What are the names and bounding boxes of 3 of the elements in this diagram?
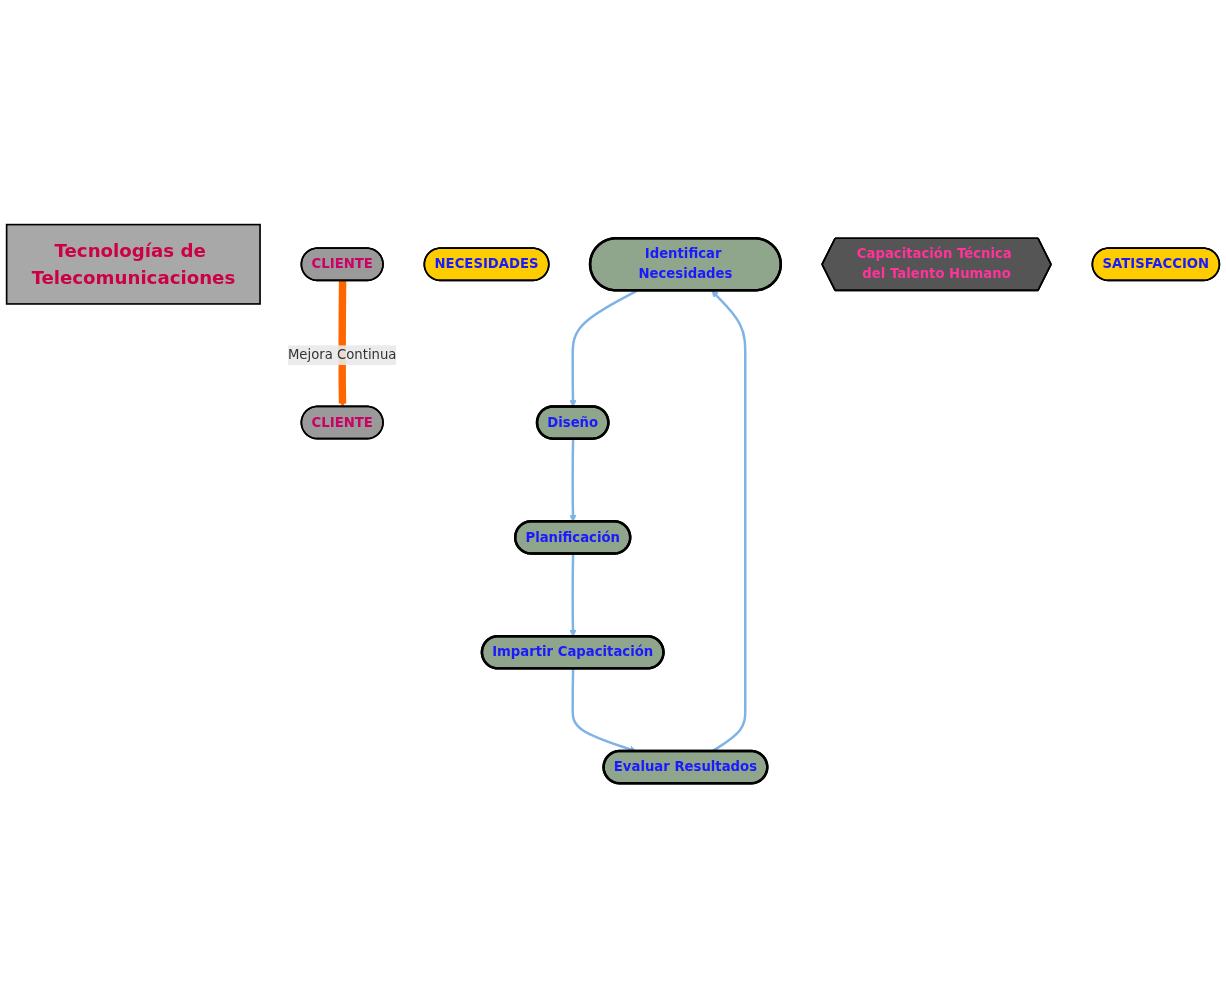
edge-label: Mejora Continua bbox=[287, 346, 397, 363]
arrow bbox=[338, 280, 347, 407]
node-box: Tecnologías de Telecomunicaciones bbox=[5, 223, 261, 305]
